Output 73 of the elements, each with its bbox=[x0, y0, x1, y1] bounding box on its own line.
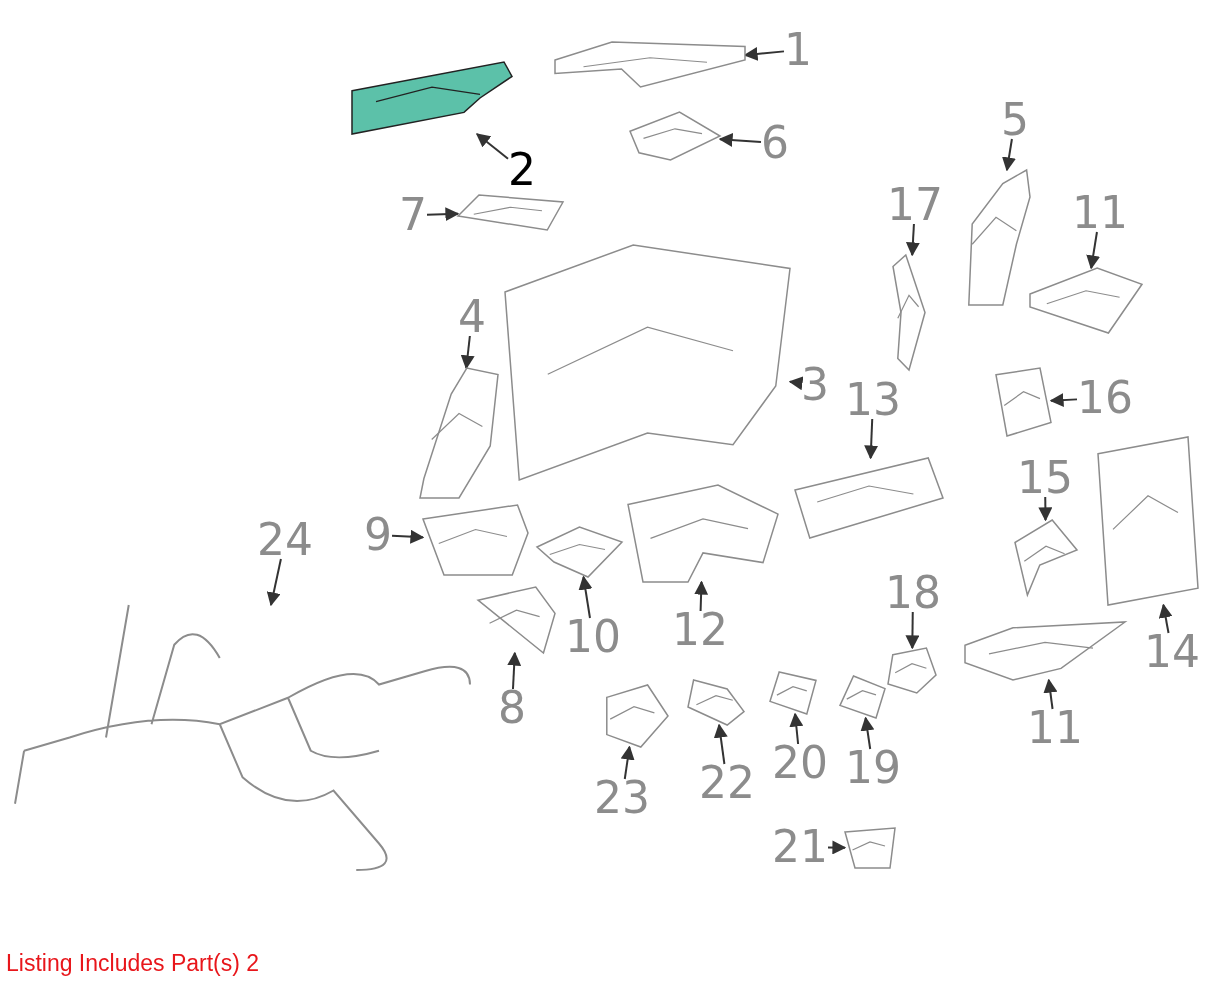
callout-number: 23 bbox=[594, 775, 650, 821]
leader-arrow bbox=[905, 223, 920, 257]
wiring-harness-drawing bbox=[15, 605, 470, 870]
leader-arrow bbox=[1049, 393, 1078, 407]
callout-number: 24 bbox=[257, 517, 313, 563]
end-panel-drawing bbox=[420, 368, 498, 498]
radio-bezel-drawing bbox=[1098, 437, 1198, 605]
tray-drawing bbox=[458, 195, 563, 230]
callout-number: 3 bbox=[801, 362, 829, 408]
leader-arrow bbox=[1002, 138, 1016, 172]
leader-arrow bbox=[789, 712, 804, 745]
callout-number: 18 bbox=[885, 570, 941, 616]
callout-number: 10 bbox=[565, 614, 621, 660]
leader-arrow bbox=[864, 418, 879, 460]
callout-number: 19 bbox=[845, 745, 901, 791]
callout-number: 2 bbox=[508, 147, 536, 193]
leader-arrow bbox=[507, 651, 522, 690]
dash-panel-drawing bbox=[352, 62, 512, 134]
leader-arrow bbox=[266, 558, 282, 607]
dash-top-pad-drawing bbox=[555, 42, 745, 87]
leader-arrow bbox=[1158, 603, 1173, 634]
callout-number: 14 bbox=[1144, 629, 1200, 675]
callout-number: 5 bbox=[1001, 97, 1029, 143]
callout-number: 4 bbox=[458, 294, 486, 340]
callout-number: 16 bbox=[1077, 375, 1133, 421]
listing-note: Listing Includes Part(s) 2 bbox=[6, 950, 260, 977]
callout-number: 11 bbox=[1072, 190, 1128, 236]
callout-number: 11 bbox=[1027, 705, 1083, 751]
brace-drawing bbox=[478, 587, 555, 653]
cluster-bezel-drawing bbox=[628, 485, 778, 582]
callout-number: 17 bbox=[887, 182, 943, 228]
leader-arrow bbox=[1038, 496, 1053, 522]
glove-box-door-drawing bbox=[795, 458, 943, 538]
callout-number: 15 bbox=[1017, 455, 1073, 501]
small-bracket-drawing bbox=[1015, 520, 1077, 595]
leader-arrow bbox=[694, 580, 709, 612]
switch-knob-drawing bbox=[688, 680, 744, 725]
callout-number: 20 bbox=[772, 740, 828, 786]
callout-number: 1 bbox=[784, 27, 812, 73]
switch-knob-drawing bbox=[840, 676, 885, 718]
leader-arrow bbox=[718, 133, 762, 147]
duct-bracket-drawing bbox=[537, 527, 622, 577]
lower-bracket-drawing bbox=[965, 622, 1125, 680]
leader-arrow bbox=[460, 335, 475, 370]
callout-number: 9 bbox=[364, 512, 392, 558]
leader-arrow bbox=[578, 575, 593, 619]
leader-arrow bbox=[1086, 231, 1101, 270]
leader-arrow bbox=[620, 745, 635, 780]
trim-cover-drawing bbox=[996, 368, 1051, 436]
bracket-panel-drawing bbox=[1030, 268, 1142, 333]
callout-number: 12 bbox=[672, 607, 728, 653]
callout-number: 21 bbox=[772, 824, 828, 870]
leader-arrow bbox=[1043, 678, 1058, 710]
callout-number: 8 bbox=[498, 685, 526, 731]
plug-drawing bbox=[845, 828, 895, 868]
leader-arrow bbox=[713, 723, 728, 765]
callout-number: 13 bbox=[845, 377, 901, 423]
dashboard-frame-drawing bbox=[505, 245, 790, 480]
switch-knob-drawing bbox=[888, 648, 936, 693]
switch-knob-drawing bbox=[770, 672, 816, 714]
callout-number: 22 bbox=[699, 760, 755, 806]
leader-arrow bbox=[827, 840, 847, 855]
callout-number: 6 bbox=[761, 120, 789, 166]
leader-arrow bbox=[860, 716, 875, 750]
leader-arrow bbox=[391, 529, 425, 544]
vent-bezel-drawing bbox=[630, 112, 720, 160]
leader-arrow bbox=[905, 611, 920, 650]
leader-arrow bbox=[788, 376, 804, 391]
callout-number: 7 bbox=[399, 192, 427, 238]
leader-arrow bbox=[426, 207, 460, 222]
support-bracket-drawing bbox=[423, 505, 528, 575]
leader-arrow bbox=[475, 133, 509, 160]
side-cover-drawing bbox=[893, 255, 925, 370]
